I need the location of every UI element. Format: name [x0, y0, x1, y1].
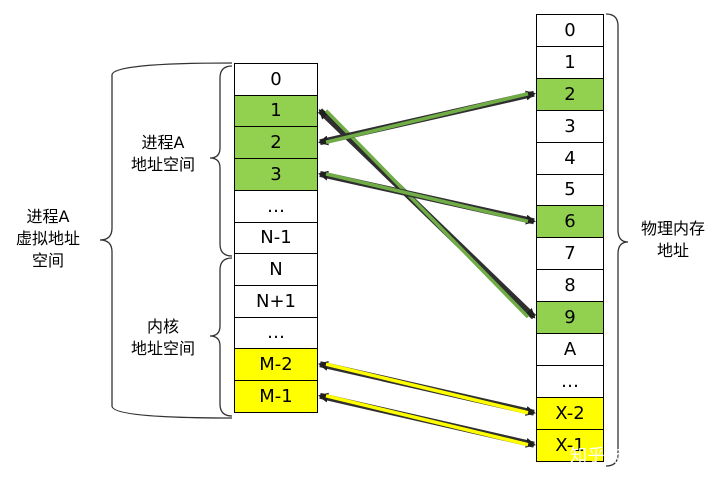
kernel-space-line-2: 地址空间: [130, 339, 195, 358]
physical-frame-cell: 6: [536, 205, 604, 238]
kernel-space-line-1: 内核: [146, 317, 179, 336]
mapping-arrow: [325, 394, 529, 447]
process-virtual-line-3: 空间: [31, 251, 64, 270]
physical-frame-cell: 8: [536, 269, 604, 302]
virtual-page-cell: M-1: [234, 380, 318, 413]
physical-frame-cell: 3: [536, 110, 604, 143]
physical-memory-label: 物理内存 地址: [632, 218, 714, 262]
user-space-line-2: 地址空间: [130, 155, 195, 174]
physical-line-1: 物理内存: [640, 219, 705, 238]
physical-frame-cell: …: [536, 365, 604, 398]
mapping-arrow: [325, 172, 529, 224]
virtual-page-cell: 2: [234, 126, 318, 159]
physical-memory-brace: [605, 13, 629, 467]
virtual-page-cell: N: [234, 253, 318, 286]
virtual-page-cell: 0: [234, 63, 318, 96]
watermark: 知乎 @木头龙: [570, 446, 681, 466]
process-virtual-brace: [99, 62, 233, 419]
physical-frame-cell: 0: [536, 14, 604, 47]
virtual-page-cell: N+1: [234, 285, 318, 318]
physical-frame-cell: 2: [536, 78, 604, 111]
user-space-label: 进程A 地址空间: [118, 132, 208, 176]
process-virtual-line-2: 虚拟地址: [15, 229, 80, 248]
mapping-arrow: [325, 92, 529, 144]
virtual-page-cell: N-1: [234, 222, 318, 254]
process-virtual-space-label: 进程A 虚拟地址 空间: [10, 206, 86, 272]
process-virtual-line-1: 进程A: [26, 207, 70, 226]
physical-frame-cell: X-1: [536, 429, 604, 462]
physical-frame-cell: 7: [536, 237, 604, 270]
physical-frame-cell: A: [536, 333, 604, 366]
virtual-page-cell: M-2: [234, 348, 318, 381]
physical-frame-cell: 5: [536, 174, 604, 206]
virtual-page-cell: …: [234, 190, 318, 223]
virtual-page-cell: 3: [234, 158, 318, 191]
virtual-page-cell: …: [234, 317, 318, 349]
kernel-space-brace: [209, 257, 233, 417]
kernel-space-label: 内核 地址空间: [118, 316, 208, 360]
user-space-line-1: 进程A: [141, 133, 185, 152]
user-space-brace: [209, 65, 233, 257]
physical-line-2: 地址: [656, 241, 689, 260]
